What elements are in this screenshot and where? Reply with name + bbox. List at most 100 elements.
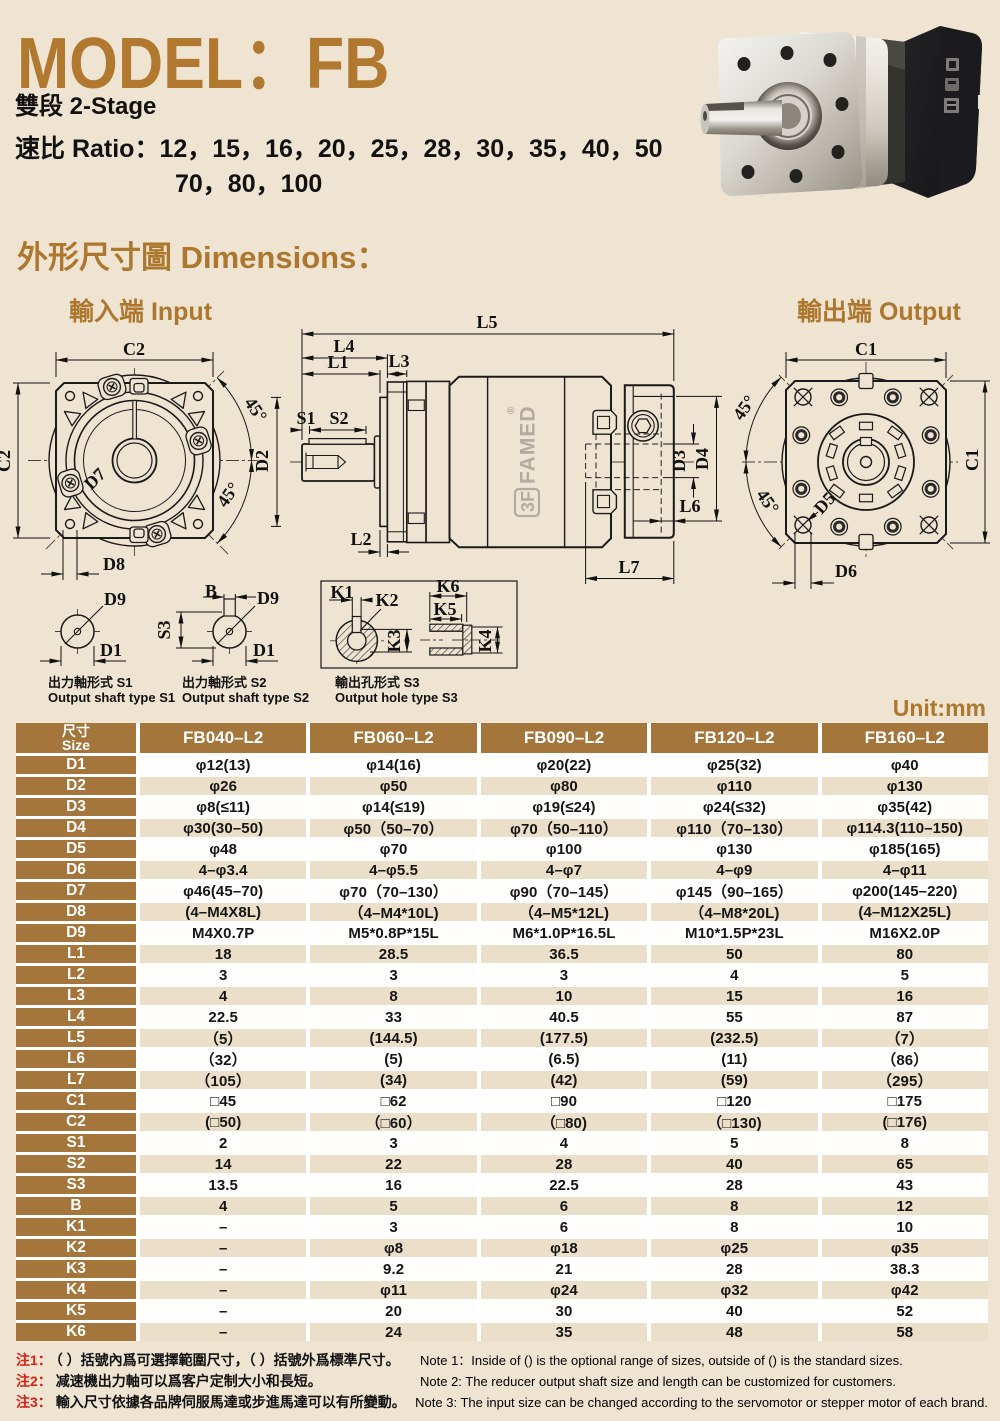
dim-label: K3: [384, 629, 404, 652]
table-row-key: B: [16, 1197, 136, 1215]
table-cell: M6*1.0P*16.5L: [480, 924, 648, 942]
table-cell: φ110（70–130）: [651, 819, 818, 838]
table-cell: 18: [140, 945, 307, 963]
dim-label: L3: [388, 351, 409, 371]
table-cell: (144.5): [310, 1029, 477, 1047]
table-cell: φ25: [651, 1239, 818, 1257]
table-cell: M5*0.8P*15L: [310, 924, 477, 942]
table-cell: （4–M4*10L): [310, 903, 477, 922]
table-cell: （□60）: [310, 1113, 477, 1132]
table-header-model: FB120–L2: [651, 723, 818, 753]
table-cell: （105）: [140, 1071, 307, 1090]
output-view-label: 輸出端 Output: [797, 298, 961, 326]
table-cell: 22.5: [140, 1008, 307, 1026]
note-text-cn: 輸入尺寸依據各品牌伺服馬達或步進馬達可以有所變動。: [55, 1393, 406, 1410]
table-cell: 40.5: [480, 1008, 648, 1026]
table-cell: 4: [140, 987, 307, 1005]
table-row-key: K5: [16, 1302, 136, 1320]
input-view-label: 輸入端 Input: [69, 298, 213, 326]
table-row-key: K2: [16, 1239, 136, 1257]
table-cell: 6: [480, 1218, 648, 1236]
dim-label: 45°: [240, 394, 271, 426]
table-cell: φ25(32): [651, 756, 818, 774]
unit-label: Unit:mm: [892, 695, 986, 721]
table-cell: 3: [140, 966, 307, 984]
table-cell: 28.5: [310, 945, 477, 963]
input-view: [13, 352, 258, 580]
table-row-key: D6: [16, 861, 136, 879]
note-row: 注1：（ ）括號內爲可選擇範圍尺寸，（ ）括號外爲標準尺寸。Note 1：Ins…: [16, 1350, 988, 1371]
dim-label: D9: [257, 588, 279, 608]
table-cell: 40: [651, 1302, 818, 1320]
table-cell: 16: [821, 987, 988, 1005]
table-cell: φ40: [821, 756, 988, 774]
table-cell: 4–φ3.4: [140, 861, 307, 879]
side-view: FAMED 3F ®: [271, 329, 722, 584]
note-text-cn: 减速機出力軸可以爲客户定制大小和長短。: [55, 1372, 322, 1389]
note-label: 注3：: [16, 1393, 52, 1410]
shaft-type-s1-detail: [40, 605, 126, 666]
dim-label: K1: [330, 582, 353, 602]
dim-label: L4: [333, 336, 354, 356]
table-cell: φ110: [651, 777, 818, 795]
table-cell: 14: [140, 1155, 307, 1173]
table-cell: 13.5: [140, 1176, 307, 1194]
table-cell: 4: [651, 966, 818, 984]
table-row-key: D5: [16, 840, 136, 858]
table-cell: 38.3: [821, 1260, 988, 1278]
table-cell: φ18: [480, 1239, 648, 1257]
table-cell: 33: [310, 1008, 477, 1026]
table-cell: 3: [310, 1134, 477, 1152]
table-row-key: L7: [16, 1071, 136, 1089]
table-cell: 4–φ9: [651, 861, 818, 879]
table-row-key: S1: [16, 1134, 136, 1152]
table-cell: (42): [480, 1071, 648, 1089]
table-cell: 50: [651, 945, 818, 963]
table-cell: M16X2.0P: [821, 924, 988, 942]
table-cell: φ70（50–110）: [480, 819, 648, 838]
table-cell: φ35(42): [821, 798, 988, 816]
table-row-key: K4: [16, 1281, 136, 1299]
dim-label: L5: [476, 312, 497, 332]
table-cell: (□176): [821, 1113, 988, 1131]
table-cell: –: [140, 1218, 307, 1236]
table-row-key: S2: [16, 1155, 136, 1173]
table-cell: φ24(≤32): [651, 798, 818, 816]
output-bolt-holes: [792, 388, 940, 536]
dim-label: C2: [0, 450, 14, 472]
table-cell: φ19(≤24): [480, 798, 648, 816]
table-header-model: FB060–L2: [310, 723, 477, 753]
table-cell: 52: [821, 1302, 988, 1320]
ratio-line-1: 速比 Ratio：12，15，16，20，25，28，30，35，40，50: [15, 135, 663, 163]
table-row-key: K6: [16, 1323, 136, 1341]
dim-label: D9: [104, 589, 126, 609]
table-cell: 40: [651, 1155, 818, 1173]
table-cell: φ24: [480, 1281, 648, 1299]
table-row-key: L1: [16, 945, 136, 963]
table-cell: φ8(≤11): [140, 798, 307, 816]
s1-caption-en: Output shaft type S1: [48, 689, 176, 705]
table-cell: 5: [651, 1134, 818, 1152]
table-cell: 36.5: [480, 945, 648, 963]
table-cell: –: [140, 1239, 307, 1257]
table-cell: φ80: [480, 777, 648, 795]
table-cell: 8: [651, 1218, 818, 1236]
table-cell: 43: [821, 1176, 988, 1194]
table-cell: –: [140, 1323, 307, 1341]
note-label: 注2：: [16, 1372, 52, 1389]
technical-drawing: FAMED 3F ®: [0, 312, 990, 669]
table-cell: 65: [821, 1155, 988, 1173]
note-text-en: Note 3: The input size can be changed ac…: [415, 1394, 988, 1410]
table-row-key: D9: [16, 924, 136, 942]
dim-label: S1: [296, 408, 315, 428]
table-cell: φ185(165): [821, 840, 988, 858]
dim-label: K4: [475, 629, 495, 652]
table-cell: φ8: [310, 1239, 477, 1257]
note-text-en: Note 2: The reducer output shaft size an…: [420, 1373, 896, 1389]
table-row-key: D8: [16, 903, 136, 921]
dim-label: K5: [433, 599, 456, 619]
table-cell: φ26: [140, 777, 307, 795]
table-cell: （4–M8*20L): [651, 903, 818, 922]
logo-brand-text: FAMED: [517, 406, 540, 485]
dim-label: C2: [123, 339, 145, 359]
